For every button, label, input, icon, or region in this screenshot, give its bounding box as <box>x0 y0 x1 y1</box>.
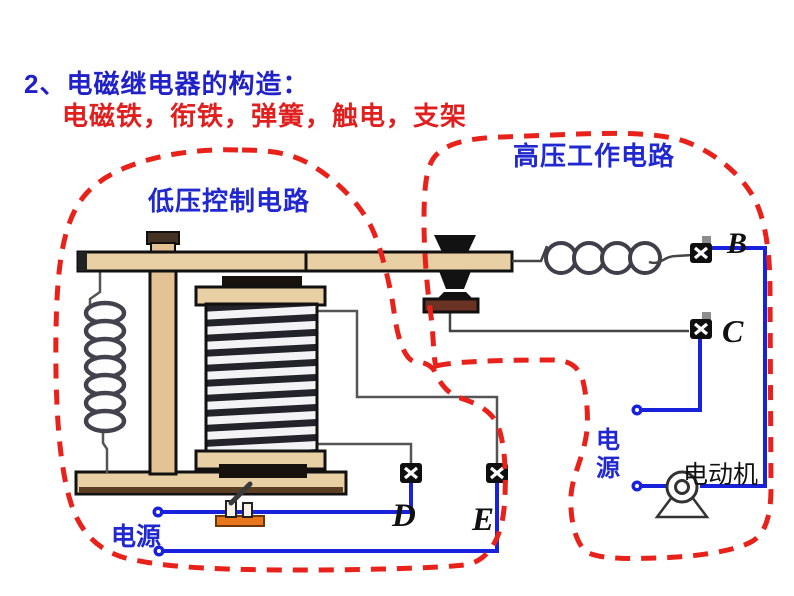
power-dot-icon <box>631 404 643 416</box>
spring-link-wire-bottom <box>101 428 109 473</box>
terminal-d-screw <box>400 463 422 483</box>
inductor-coil-icon <box>512 241 694 275</box>
electromagnet-top-cap <box>194 285 327 307</box>
switch-post-right <box>242 502 253 518</box>
coil-lead-to-terminal-d <box>317 442 413 464</box>
coil-lead-to-terminal-e <box>317 309 499 464</box>
terminal-b-label: B <box>727 227 748 260</box>
high-voltage-region-label: 高压工作电路 <box>513 141 676 171</box>
upper-contact-tip <box>439 271 471 289</box>
switch-lever <box>228 481 253 506</box>
hv-wire-c-to-source <box>642 339 702 412</box>
relay-assembly <box>74 231 514 496</box>
coil-exit-wire <box>648 253 694 265</box>
motor-shaft <box>674 479 690 495</box>
electromagnet-winding <box>204 302 319 455</box>
terminal-b-screw <box>690 236 712 263</box>
support-post <box>148 267 178 476</box>
spring-icon <box>83 300 127 434</box>
hv-wire-b-to-motor <box>700 246 767 488</box>
contact-to-terminal-c-wire <box>448 312 689 333</box>
upper-contact-top <box>434 235 476 252</box>
power-dot-icon <box>631 480 643 492</box>
motor-label: 电动机 <box>683 461 759 489</box>
high-voltage-region-outline <box>421 130 774 561</box>
coil-lead-wires <box>317 309 689 464</box>
slide-title: 2、电磁继电器的构造： <box>24 69 310 99</box>
terminal-e-screw <box>486 463 508 483</box>
lv-power-source-label: 电源 <box>111 523 162 551</box>
hv-power-source-label: 电源 <box>596 427 620 482</box>
knife-switch-icon <box>215 481 265 527</box>
power-terminal-dots <box>152 404 643 557</box>
armature-bar-left-end <box>78 252 87 271</box>
terminal-e-label: E <box>472 502 495 538</box>
power-dot-icon <box>153 545 165 557</box>
motor-icon <box>654 470 710 519</box>
armature-bar <box>76 250 514 273</box>
lv-wire-bottom-to-e <box>164 481 499 553</box>
terminal-c-label: C <box>722 313 744 349</box>
coil-entry-wire <box>512 245 549 263</box>
low-voltage-region-label: 低压控制电路 <box>148 186 311 216</box>
slide-subtitle: 电磁铁，衔铁，弹簧，触电，支架 <box>62 101 468 131</box>
spring-link-wire-top <box>88 271 102 306</box>
terminal-d-label: D <box>392 498 416 534</box>
electromagnet-coil-icon <box>194 276 327 478</box>
electromagnet-bottom-plate <box>219 464 307 478</box>
region-outlines <box>53 130 774 573</box>
switch-base <box>215 515 265 527</box>
contact-set <box>422 235 480 314</box>
relay-base-shadow <box>79 487 343 493</box>
terminal-c-screw <box>690 312 712 339</box>
power-dot-icon <box>152 506 164 518</box>
lower-contact-bar <box>422 297 480 314</box>
